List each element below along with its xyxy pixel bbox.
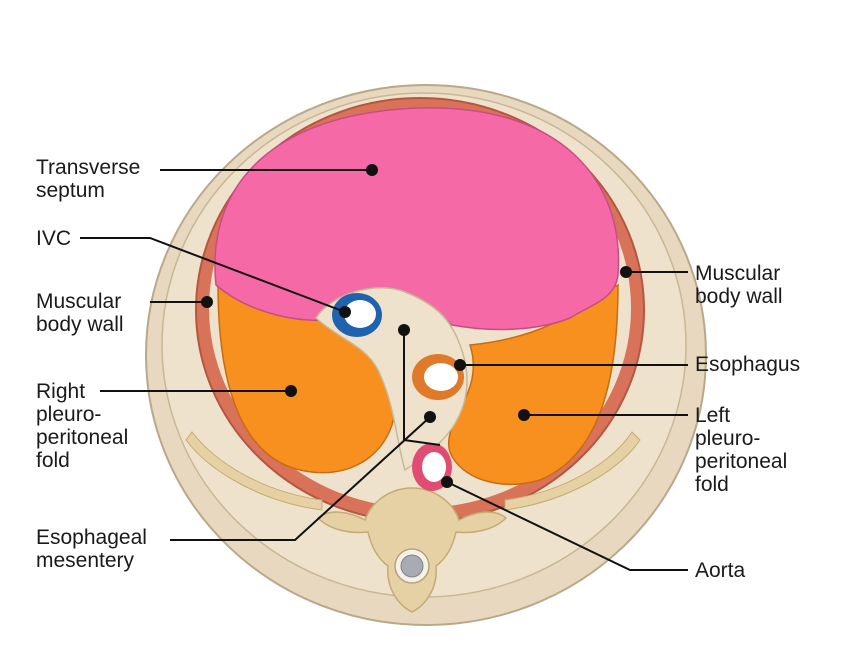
label-line: Transverse (36, 156, 141, 179)
dot-muscular-body-wall-left (201, 296, 213, 308)
label-line: fold (695, 473, 729, 496)
right-rib (185, 431, 323, 511)
label-left-pleuroperitoneal-fold: Left pleuro- peritoneal fold (695, 404, 787, 496)
leader-dots (201, 164, 632, 488)
label-line: Muscular (36, 290, 122, 313)
label-line: body wall (695, 285, 783, 308)
label-ivc: IVC (36, 227, 71, 250)
leader-mesentery-vertical (403, 330, 441, 446)
label-line: septum (36, 179, 105, 202)
label-esophageal-mesentery: Esophageal mesentery (36, 526, 147, 572)
label-aorta: Aorta (695, 559, 745, 582)
spinal-cord (400, 554, 424, 578)
label-line: Esophageal (36, 526, 147, 549)
label-right-pleuroperitoneal-fold: Right pleuro- peritoneal fold (36, 380, 128, 472)
dot-left-fold (518, 409, 530, 421)
esophagus-lumen (424, 363, 458, 391)
label-line: peritoneal (695, 450, 788, 473)
label-line: body wall (36, 313, 124, 336)
label-line: peritoneal (36, 426, 129, 449)
dot-ivc (339, 306, 351, 318)
ivc-lumen (344, 300, 376, 328)
dot-muscular-body-wall-right (620, 266, 632, 278)
leader-ivc (80, 237, 346, 313)
label-esophagus: Esophagus (695, 353, 800, 376)
label-line: fold (36, 449, 70, 472)
aorta-lumen (422, 452, 446, 482)
label-transverse-septum: Transverse septum (36, 156, 140, 202)
leader-esophageal-mesentery (170, 416, 431, 541)
label-line: Aorta (695, 559, 746, 582)
dot-transverse-septum (366, 164, 378, 176)
left-pleuroperitoneal-fold (448, 283, 619, 486)
dot-mesentery-vertical (398, 324, 410, 336)
leader-lines (80, 169, 688, 571)
label-muscular-body-wall-right: Muscular body wall (695, 262, 783, 308)
dot-esophagus (454, 359, 466, 371)
label-line: IVC (36, 227, 72, 250)
leader-aorta (446, 481, 688, 571)
label-muscular-body-wall-left: Muscular body wall (36, 290, 124, 336)
label-line: Esophagus (695, 353, 801, 376)
label-line: mesentery (36, 549, 135, 572)
label-line: pleuro- (695, 427, 761, 450)
dot-esophageal-mesentery (424, 411, 436, 423)
label-line: Muscular (695, 262, 781, 285)
label-line: pleuro- (36, 403, 102, 426)
label-line: Left (695, 404, 731, 427)
label-line: Right (36, 380, 86, 403)
dot-aorta (441, 476, 453, 488)
dot-right-fold (285, 385, 297, 397)
